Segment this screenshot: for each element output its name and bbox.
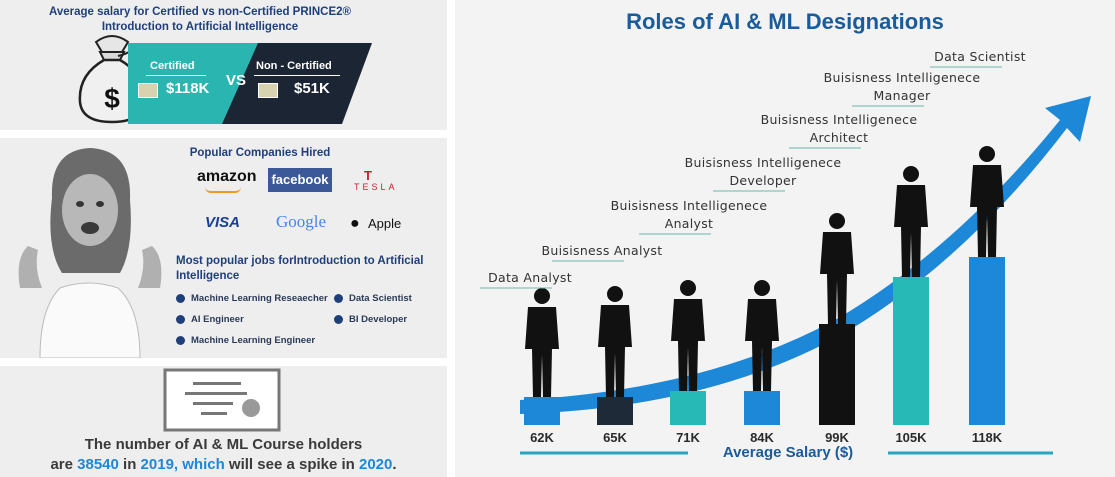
holders-year-2020: 2020 (359, 456, 393, 473)
holders-line1: The number of AI & ML Course holders (84, 436, 363, 453)
role-label: Buisisness Intelligenece (611, 198, 768, 213)
role-label: Analyst (665, 216, 714, 231)
value-label: 99K (825, 430, 849, 445)
noncertified-underline (254, 75, 340, 76)
role-label: Manager (874, 88, 931, 103)
jobs-title-line1: Most popular jobs forIntroduction to Art… (176, 255, 424, 267)
role-label: Buisisness Analyst (542, 243, 663, 258)
role-label: Architect (810, 130, 869, 145)
role-label: Data Scientist (934, 49, 1026, 64)
facebook-logo: facebook (268, 168, 332, 192)
salary-title-line1: Average salary for Certified vs non-Cert… (48, 6, 352, 18)
value-label: 71K (676, 430, 700, 445)
holders-count: 38540 (77, 456, 119, 473)
person-silhouette-icon (598, 286, 632, 397)
bullet-icon (334, 314, 343, 324)
bullet-icon (176, 335, 185, 345)
tesla-logo: TESLA (354, 182, 398, 192)
google-logo: Google (276, 212, 327, 231)
companies-title: Popular Companies Hired (189, 147, 331, 159)
person-silhouette-icon (745, 280, 779, 391)
bar (819, 324, 855, 425)
bar (969, 257, 1005, 425)
bullet-icon (176, 314, 185, 324)
bar (597, 397, 633, 425)
certified-value: $118K (166, 80, 210, 97)
salary-title-line2: Introduction to Artificial Intelligence (101, 21, 299, 33)
job-item: Data Scientist (334, 293, 412, 304)
salary-panel: Average salary for Certified vs non-Cert… (0, 0, 447, 130)
xaxis-label: Average Salary ($) (688, 444, 888, 461)
person-silhouette-icon (970, 146, 1004, 257)
role-label: Data Analyst (488, 270, 572, 285)
value-label: 65K (603, 430, 627, 445)
job-item: BI Developer (334, 314, 407, 325)
value-label: 62K (530, 430, 554, 445)
bullet-icon (176, 293, 185, 303)
bar (744, 391, 780, 425)
dollar-sign: $ (104, 83, 120, 114)
bullet-icon (334, 293, 343, 303)
role-label: Buisisness Intelligenece (685, 155, 842, 170)
jobs-panel: Most popular jobs forIntroduction to Art… (170, 245, 447, 358)
woman-photo (18, 148, 162, 358)
job-item: Machine Learning Reseaecher (176, 293, 328, 304)
holders-line2: are 38540 in 2019, which will see a spik… (50, 456, 397, 473)
certified-label: Certified (150, 60, 195, 72)
holders-panel: The number of AI & ML Course holders are… (0, 366, 447, 477)
growth-arrow (520, 96, 1091, 414)
certificate-icon (163, 368, 281, 432)
bar (893, 277, 929, 425)
jobs-title-line2: Intelligence (176, 270, 240, 282)
value-label: 105K (895, 430, 927, 445)
tesla-t-icon: T (364, 168, 372, 183)
role-label: Buisisness Intelligenece (824, 70, 981, 85)
chart-title: Roles of AI & ML Designations (626, 9, 944, 34)
apple-logo: Apple (368, 216, 402, 231)
visa-logo: VISA (205, 214, 241, 231)
person-silhouette-icon (820, 213, 854, 324)
holders-year-2019: 2019 (140, 456, 174, 473)
vs-label: VS (226, 72, 247, 89)
certified-underline (146, 75, 206, 76)
person-silhouette-icon (894, 166, 928, 277)
amazon-logo: amazon (197, 168, 257, 185)
role-label: Buisisness Intelligenece (761, 112, 918, 127)
value-label: 118K (972, 430, 1003, 445)
job-item: Machine Learning Engineer (176, 335, 315, 346)
amazon-smile-icon (205, 187, 241, 193)
value-label: 84K (750, 430, 774, 445)
bar (670, 391, 706, 425)
noncertified-label: Non - Certified (256, 60, 332, 72)
certificate-icon (258, 83, 278, 98)
chart-svg: 62K 65K 71K 84K 99K 105K 118K Data Analyst Buisi… (480, 49, 1091, 455)
job-item: AI Engineer (176, 314, 244, 325)
noncertified-value: $51K (294, 80, 330, 97)
apple-icon: ● (350, 215, 360, 232)
person-silhouette-icon (525, 288, 559, 397)
certificate-icon (138, 83, 158, 98)
chart-panel: Roles of AI & ML Designations 62K 65K 71K 8… (455, 0, 1115, 477)
bar (524, 397, 560, 425)
person-silhouette-icon (671, 280, 705, 391)
role-label: Developer (730, 173, 798, 188)
